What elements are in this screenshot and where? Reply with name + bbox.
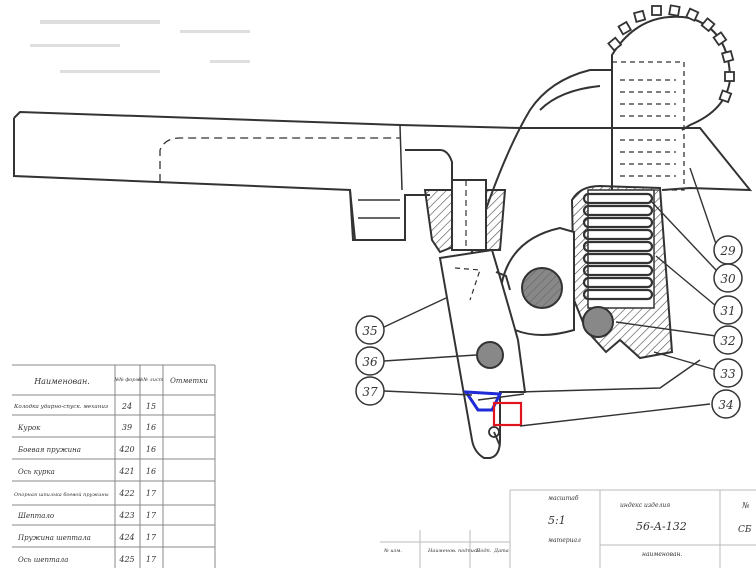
sear-block <box>423 179 507 254</box>
title-block: масштаб 5:1 индекс изделия 56-А-132 № СБ… <box>380 489 756 568</box>
scale-value: 5:1 <box>548 514 566 527</box>
table-row-sheet: 15 <box>146 402 156 411</box>
callout-37: 37 <box>355 376 385 406</box>
callout-34: 34 <box>711 389 741 419</box>
svg-text:33: 33 <box>720 367 736 381</box>
highlight-annotations <box>463 390 523 427</box>
table-row-form: 421 <box>118 467 134 476</box>
svg-text:31: 31 <box>720 304 735 318</box>
mainspring-hidden <box>611 61 685 191</box>
paper-noise <box>30 20 250 73</box>
base-line <box>517 359 701 393</box>
hammer-spur-teeth <box>607 4 735 104</box>
blue-highlight-outline <box>463 390 503 412</box>
table-row-form: 424 <box>118 533 134 542</box>
date-label: Дата <box>493 548 509 554</box>
table-row-sheet: 17 <box>146 489 157 498</box>
sheet-number-label: № <box>741 501 750 510</box>
table-row-name: Ось курка <box>18 468 55 476</box>
table-row-sheet: 17 <box>146 555 157 564</box>
svg-text:35: 35 <box>362 324 377 338</box>
index-label: индекс изделия <box>620 502 670 509</box>
parts-table: Наименован. №№ форм №№ лист Отметки Коло… <box>12 364 216 568</box>
material-label: материал <box>548 537 581 544</box>
callouts: 29 30 31 32 33 34 35 36 37 <box>355 235 743 419</box>
frame-body <box>13 110 753 241</box>
table-row-form: 423 <box>118 511 134 520</box>
table-row-form: 425 <box>118 555 134 564</box>
table-row-name: Ось шептала <box>18 556 68 564</box>
callout-32: 32 <box>713 325 743 355</box>
header-form: №№ форм <box>113 376 139 383</box>
callout-33: 33 <box>713 358 743 388</box>
table-row-sheet: 16 <box>146 445 156 454</box>
table-row-sheet: 17 <box>146 533 157 542</box>
svg-text:36: 36 <box>362 355 378 369</box>
assembly-code: СБ <box>738 525 752 535</box>
table-row-sheet: 16 <box>146 423 156 432</box>
table-row-name: Колодка ударно-спуск. механиз <box>13 404 108 410</box>
name-signature-label: Наименов. подпись <box>427 548 480 554</box>
table-row-name: Опорная шпилька боевой пружины <box>14 491 109 498</box>
header-notes: Отметки <box>170 377 208 385</box>
scale-label: масштаб <box>548 495 579 502</box>
product-index: 56-А-132 <box>636 520 687 533</box>
table-row-sheet: 17 <box>146 511 157 520</box>
svg-text:32: 32 <box>720 334 735 348</box>
table-row-name: Боевая пружина <box>17 446 81 454</box>
callout-35: 35 <box>355 315 385 345</box>
table-row-name: Шептало <box>17 512 54 520</box>
table-row-form: 420 <box>118 445 134 454</box>
table-row-form: 39 <box>122 423 132 432</box>
header-sheet: №№ лист <box>138 377 164 383</box>
table-row-form: 422 <box>118 489 134 498</box>
table-row-name: Пружина шептала <box>17 534 91 542</box>
svg-text:29: 29 <box>719 244 736 258</box>
svg-text:34: 34 <box>718 398 733 412</box>
leader-lines <box>383 167 717 427</box>
table-row-name: Курок <box>17 424 41 432</box>
svg-text:37: 37 <box>362 385 378 399</box>
svg-text:30: 30 <box>720 272 736 286</box>
callout-31: 31 <box>713 295 743 325</box>
header-name: Наименован. <box>33 377 90 386</box>
sear <box>438 248 527 459</box>
change-number-label: № изм. <box>383 548 402 554</box>
callout-36: 36 <box>355 346 385 376</box>
table-row-form: 24 <box>121 402 132 411</box>
table-row-sheet: 16 <box>146 467 156 476</box>
signature-label: Подп. <box>475 548 492 554</box>
callout-30: 30 <box>713 263 743 293</box>
red-highlight-box <box>492 401 523 427</box>
callout-29: 29 <box>713 235 743 265</box>
name-label: наименован. <box>642 551 683 558</box>
mainspring-coils <box>582 192 654 301</box>
hammer-axis <box>498 226 614 338</box>
